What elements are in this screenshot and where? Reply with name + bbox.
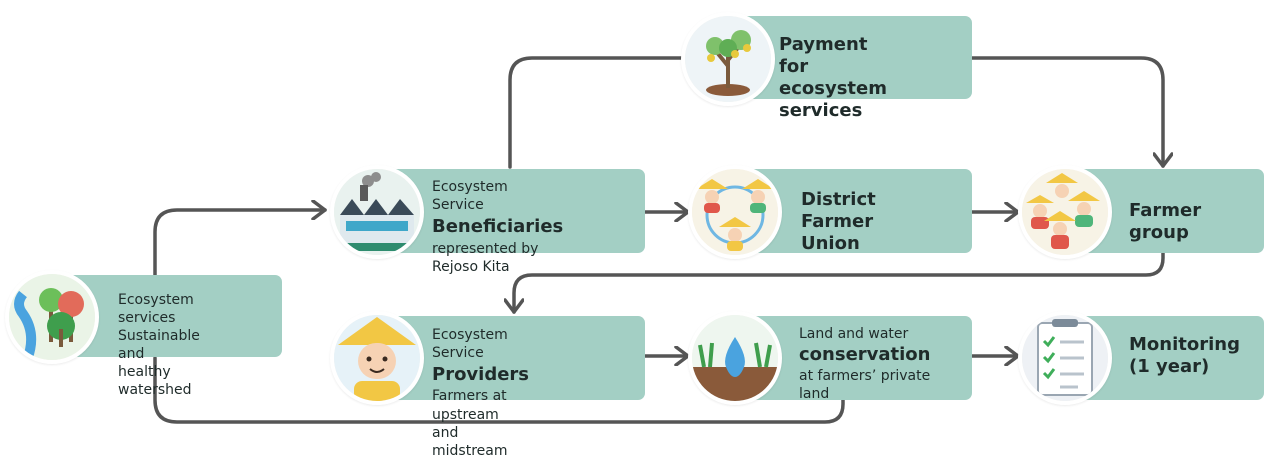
diagram: Ecosystem services Sustainable and healt… [5,12,1266,459]
ecosystem-line1: Ecosystem services [118,292,194,326]
ecosystem-line3: healthy watershed [118,364,192,398]
ecosystem-line2: Sustainable and [118,328,200,362]
beneficiaries-post: represented by Rejoso Kita [432,241,539,275]
providers-post2: upstream and midstream [432,407,508,459]
factory-icon [330,165,424,259]
water-drop-soil-icon [688,311,782,405]
payment-line2: ecosystem services [779,78,887,121]
union-line2: Farmer Union [801,211,874,254]
farmer-group-icon [1018,165,1112,259]
group-title: Farmer group [1129,200,1202,243]
conservation-title: conservation [799,344,931,365]
line-conservation-loop-to-ecosystem [153,356,845,424]
arrow-payment-to-farmer-group [968,56,1163,168]
arrow-beneficiaries-to-payment [508,56,687,169]
farmer-icon [330,311,424,405]
conservation-post: at farmers’ private land [799,368,931,402]
monitoring-line2: (1 year) [1129,356,1210,377]
providers-post-inline: Farmers at [432,388,507,404]
arrow-ecosystem-to-beneficiaries [153,210,327,277]
connectors [153,56,1266,424]
conservation-pre: Land and water [799,326,909,342]
providers-title: Providers [432,364,530,385]
monitoring-line1: Monitoring [1129,334,1240,355]
payment-line1: Payment for [779,34,868,77]
money-tree-icon [681,12,775,106]
providers-pre: Ecosystem Service [432,327,508,361]
beneficiaries-pre: Ecosystem Service [432,179,508,213]
farmer-union-icon [688,165,782,259]
arrow-group-to-providers [514,250,1165,314]
checklist-icon [1018,311,1112,405]
forest-river-icon [5,270,99,364]
beneficiaries-title: Beneficiaries [432,216,564,237]
union-line1: District [801,189,876,210]
